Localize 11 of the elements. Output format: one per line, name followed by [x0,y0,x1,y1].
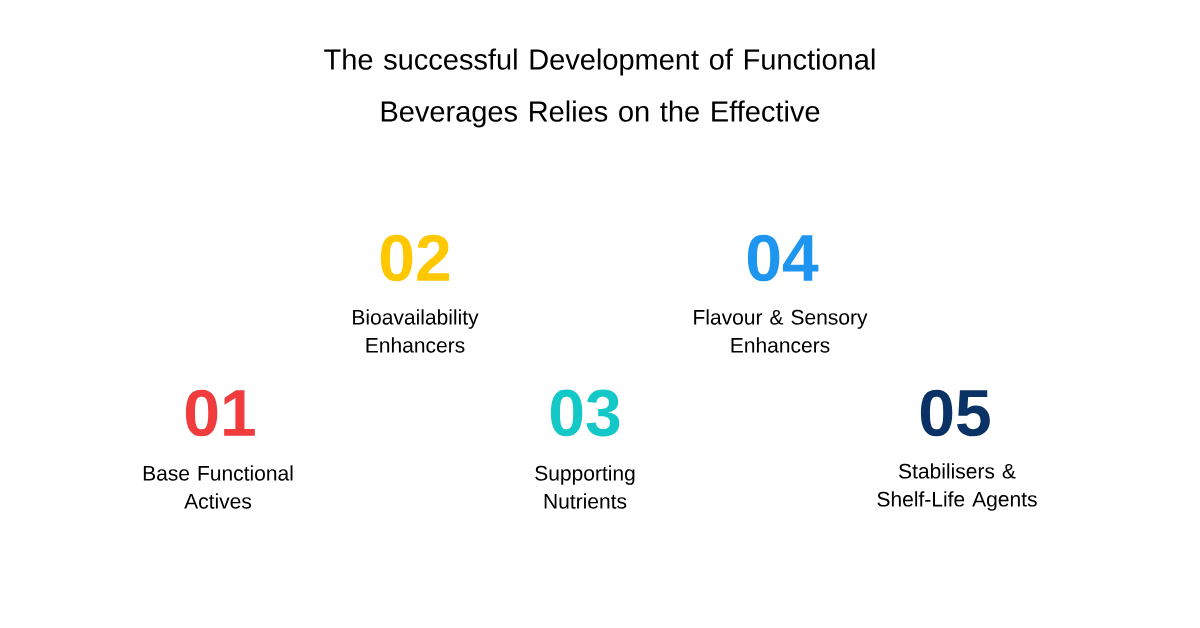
step-label: Stabilisers & Shelf-Life Agents [877,463,1037,511]
title: The successful Development of Functional Beverages Relies on the Effective [324,48,875,128]
step-label: Flavour & Sensory Enhancers [694,309,868,353]
step-number: 02 [380,234,450,282]
step-number: 03 [550,389,620,437]
step-label: Supporting Nutrients [535,465,635,509]
step-number: 01 [185,389,255,437]
step-label: Bioavailability Enhancers [353,309,479,353]
step-number: 04 [747,234,819,282]
step-number: 05 [920,389,990,437]
step-label: Base Functional Actives [143,465,293,509]
